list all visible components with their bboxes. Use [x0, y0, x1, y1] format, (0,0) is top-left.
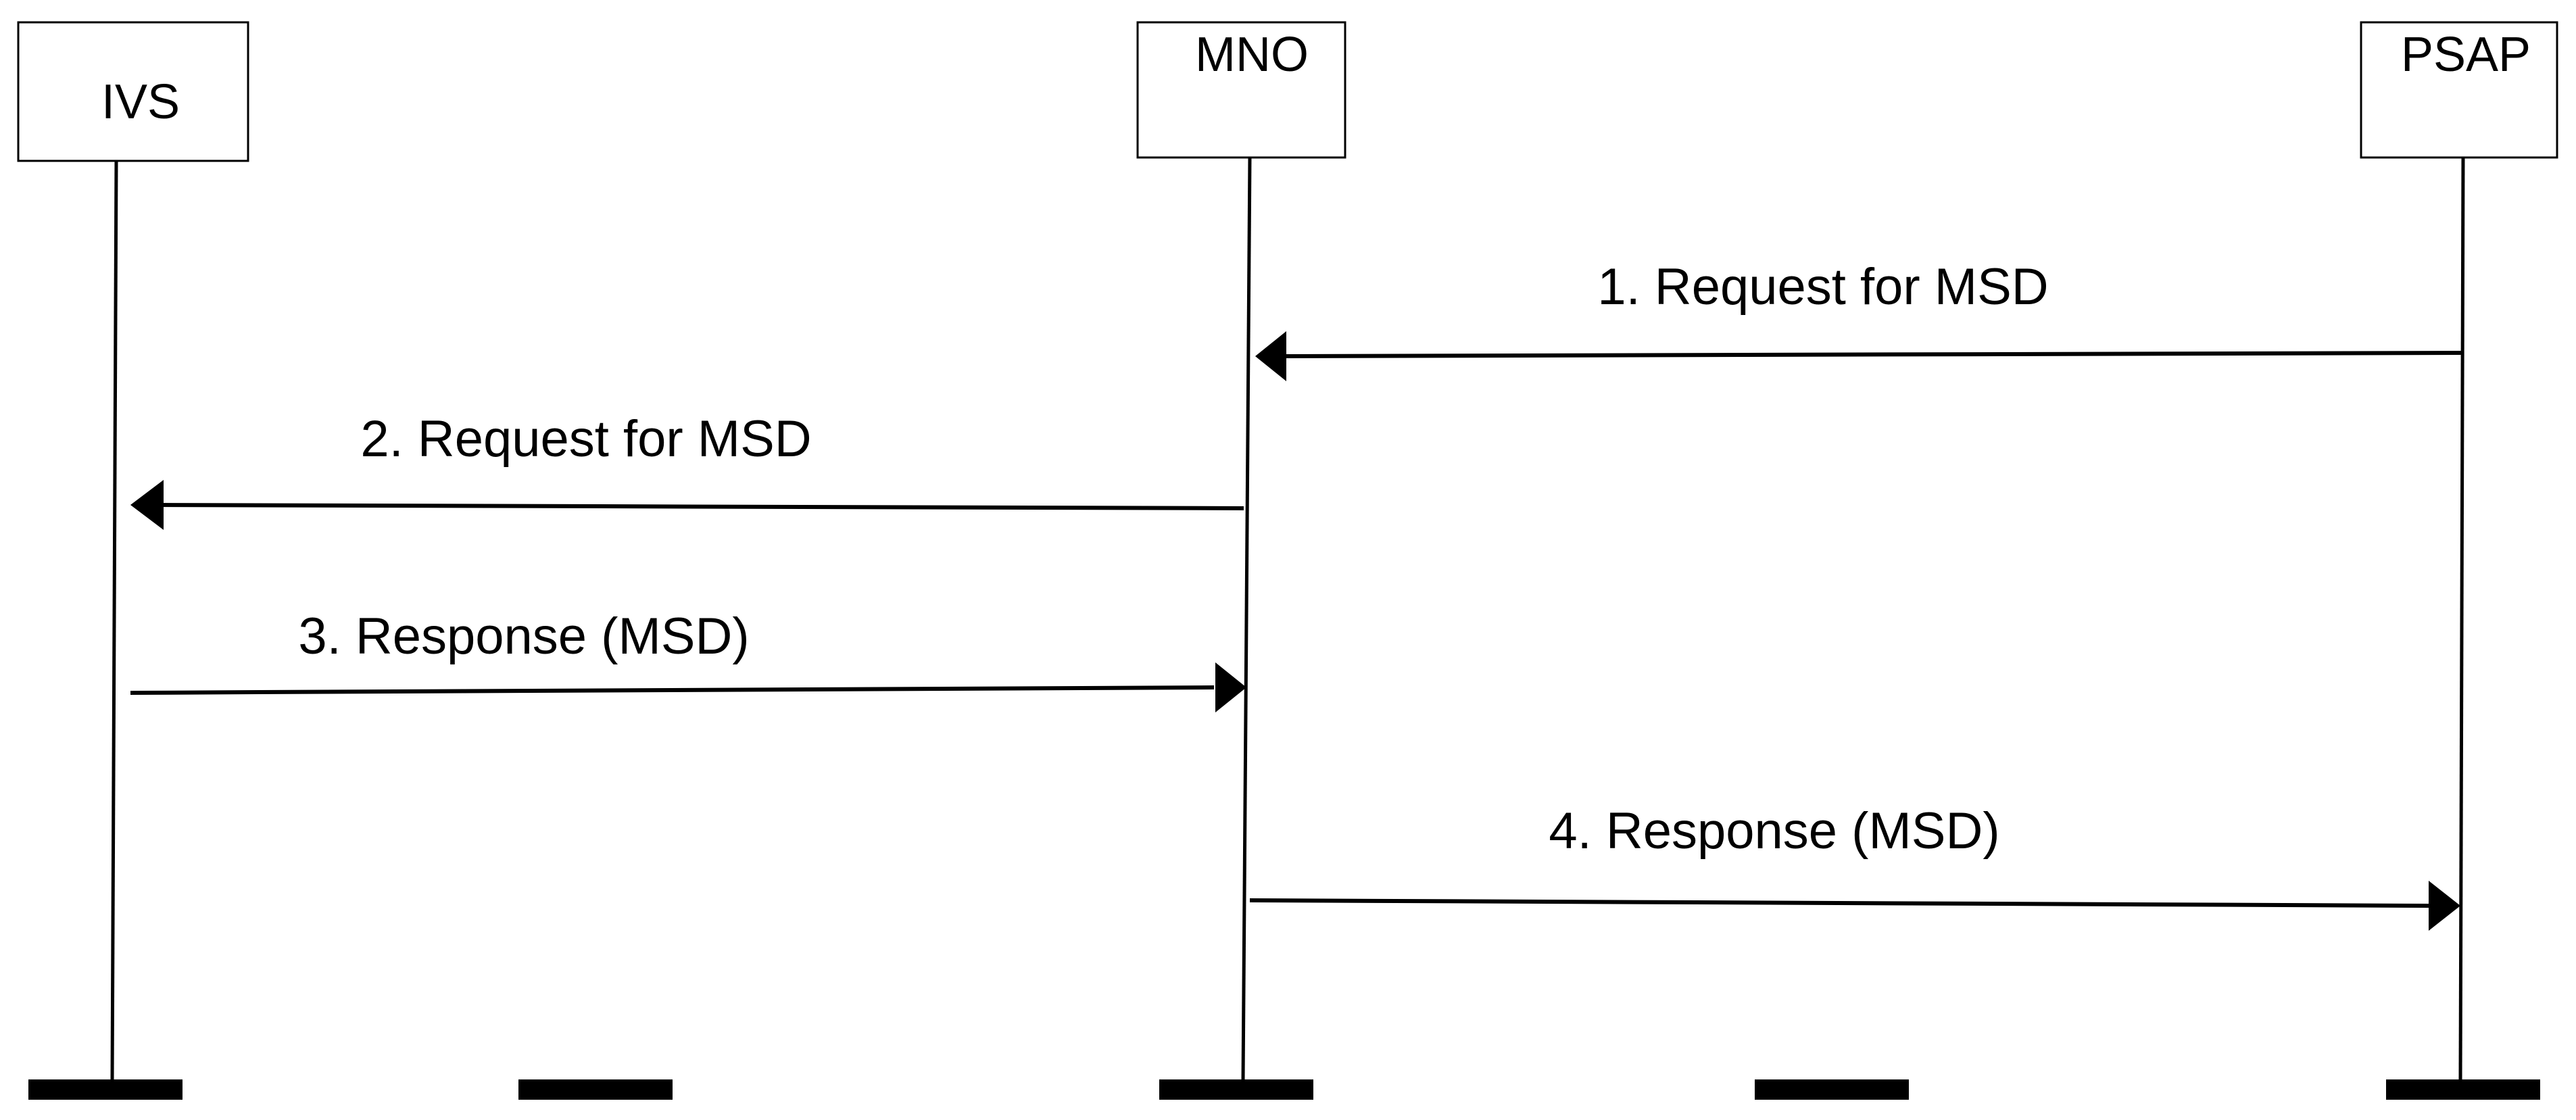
ground-bar-gap-1 — [518, 1079, 673, 1100]
message-1-arrowhead — [1255, 331, 1286, 381]
ground-bar-psap — [2386, 1079, 2540, 1100]
message-4-arrowhead — [2429, 881, 2460, 931]
participant-box-ivs — [17, 21, 249, 162]
lifeline-ivs — [110, 160, 118, 1082]
participant-ivs: IVS — [17, 21, 249, 162]
message-1: 1. Request for MSD — [1255, 258, 2464, 381]
message-3-line — [130, 685, 1215, 695]
message-2-label: 2. Request for MSD — [360, 410, 811, 468]
participant-psap: PSAP — [2360, 21, 2558, 159]
participant-label-ivs: IVS — [101, 75, 180, 129]
lifeline-mno — [1241, 157, 1252, 1082]
message-1-label: 1. Request for MSD — [1597, 258, 2048, 316]
message-3-label: 3. Response (MSD) — [298, 608, 749, 665]
participant-box-mno — [1136, 21, 1346, 159]
participant-box-psap — [2360, 21, 2558, 159]
participant-label-psap: PSAP — [2401, 28, 2531, 82]
message-4-line — [1249, 898, 2429, 908]
message-1-line — [1282, 351, 2464, 358]
ground-bar-mno — [1159, 1079, 1313, 1100]
lifeline-psap — [2458, 157, 2465, 1082]
participant-mno: MNO — [1136, 21, 1346, 159]
message-3-arrowhead — [1215, 662, 1246, 712]
message-3: 3. Response (MSD) — [130, 608, 1246, 712]
message-4: 4. Response (MSD) — [1249, 802, 2460, 931]
message-2-arrowhead — [130, 480, 164, 530]
message-2: 2. Request for MSD — [130, 410, 1244, 530]
message-2-line — [156, 503, 1244, 510]
participant-label-mno: MNO — [1195, 28, 1309, 82]
ground-bar-gap-2 — [1755, 1079, 1909, 1100]
message-4-label: 4. Response (MSD) — [1549, 802, 1999, 860]
ground-bar-ivs — [28, 1079, 183, 1100]
